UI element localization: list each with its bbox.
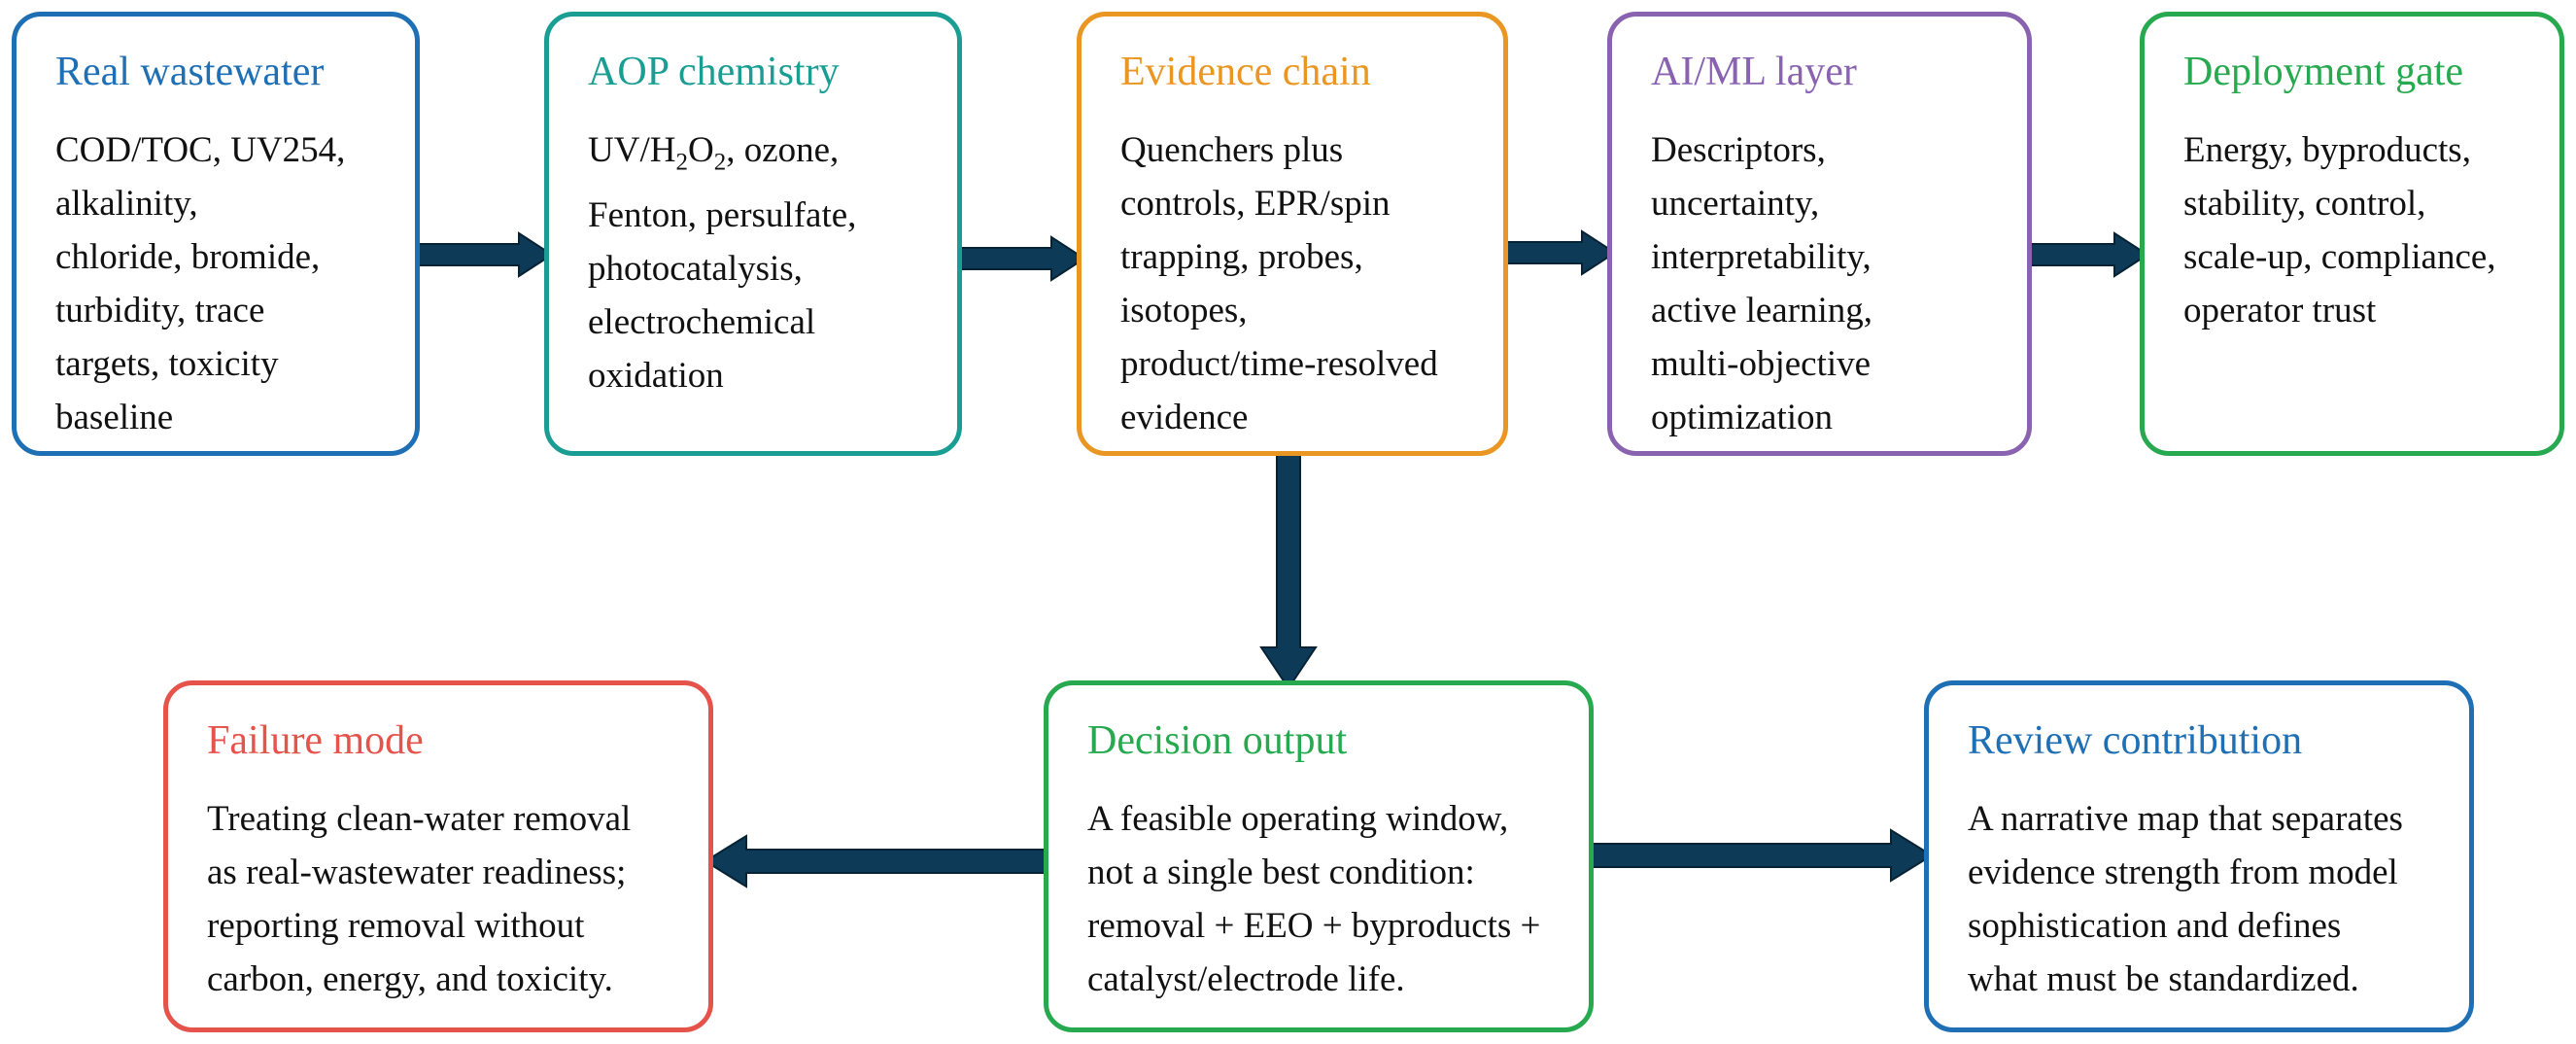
arrow-decision-to-review — [1585, 828, 1934, 883]
node-line: not a single best condition: — [1087, 853, 1475, 892]
node-line: Fenton, persulfate, — [588, 195, 857, 236]
node-body: COD/TOC, UV254, alkalinity, chloride, br… — [55, 123, 395, 444]
node-review-contribution: Review contribution A narrative map that… — [1924, 680, 2474, 1032]
node-ai-ml-layer: AI/ML layer Descriptors, uncertainty, in… — [1607, 12, 2032, 456]
node-body: Quenchers plus controls, EPR/spin trappi… — [1120, 123, 1484, 444]
node-line: interpretability, — [1651, 237, 1872, 277]
node-decision-output: Decision output A feasible operating win… — [1044, 680, 1594, 1032]
node-line: chloride, bromide, — [55, 237, 321, 277]
node-title: Real wastewater — [55, 50, 325, 94]
node-line: A narrative map that separates — [1968, 799, 2403, 839]
node-body: UV/H2O2, ozone, Fenton, persulfate, phot… — [588, 123, 938, 402]
node-line: oxidation — [588, 356, 724, 397]
node-real-wastewater: Real wastewater COD/TOC, UV254, alkalini… — [12, 12, 420, 456]
node-body: A narrative map that separates evidence … — [1968, 792, 2450, 1006]
node-line: operator trust — [2183, 291, 2377, 331]
node-title: Deployment gate — [2183, 50, 2464, 94]
node-line: Energy, byproducts, — [2183, 130, 2471, 170]
node-body: A feasible operating window, not a singl… — [1087, 792, 1569, 1006]
node-title: AOP chemistry — [588, 50, 840, 94]
node-line: Treating clean-water removal — [207, 799, 632, 839]
node-title: Failure mode — [207, 718, 424, 763]
node-line: evidence — [1120, 398, 1249, 437]
node-line: turbidity, trace — [55, 291, 265, 331]
node-line: alkalinity, — [55, 184, 198, 224]
node-line: photocatalysis, — [588, 249, 803, 290]
node-line: A feasible operating window, — [1087, 799, 1509, 839]
node-line: Descriptors, — [1651, 130, 1826, 170]
node-line: removal + EEO + byproducts + — [1087, 906, 1541, 946]
node-line: reporting removal without — [207, 906, 585, 946]
node-failure-mode: Failure mode Treating clean-water remova… — [163, 680, 713, 1032]
node-title: AI/ML layer — [1651, 50, 1857, 94]
node-line: what must be standardized. — [1968, 959, 2359, 999]
node-line-formula: UV/H2O2, ozone, — [588, 130, 840, 176]
node-body: Energy, byproducts, stability, control, … — [2183, 123, 2540, 337]
node-title: Decision output — [1087, 718, 1348, 763]
arrow-wastewater-to-aop — [411, 231, 554, 278]
node-line: controls, EPR/spin — [1120, 184, 1391, 224]
node-line: sophistication and defines — [1968, 906, 2342, 946]
node-line: multi-objective — [1651, 344, 1872, 384]
node-line: active learning, — [1651, 291, 1873, 331]
node-line: electrochemical — [588, 302, 816, 343]
node-line: catalyst/electrode life. — [1087, 959, 1405, 999]
node-line: trapping, probes, — [1120, 237, 1363, 277]
node-body: Descriptors, uncertainty, interpretabili… — [1651, 123, 2008, 444]
node-line: uncertainty, — [1651, 184, 1820, 224]
node-line: Quenchers plus — [1120, 130, 1344, 170]
node-deployment-gate: Deployment gate Energy, byproducts, stab… — [2140, 12, 2564, 456]
arrow-evidence-to-decision — [1259, 447, 1318, 690]
node-line: baseline — [55, 398, 174, 437]
arrow-decision-to-failure — [704, 834, 1052, 888]
node-line: COD/TOC, UV254, — [55, 130, 346, 170]
arrow-aop-to-evidence — [953, 235, 1086, 282]
node-aop-chemistry: AOP chemistry UV/H2O2, ozone, Fenton, pe… — [544, 12, 962, 456]
node-evidence-chain: Evidence chain Quenchers plus controls, … — [1077, 12, 1508, 456]
node-line: scale-up, compliance, — [2183, 237, 2496, 277]
node-line: targets, toxicity — [55, 344, 279, 384]
node-line: carbon, energy, and toxicity. — [207, 959, 613, 999]
node-body: Treating clean-water removal as real-was… — [207, 792, 689, 1006]
node-line: stability, control, — [2183, 184, 2426, 224]
arrow-evidence-to-aiml — [1499, 229, 1617, 276]
node-line: evidence strength from model — [1968, 853, 2398, 892]
node-line: isotopes, — [1120, 291, 1248, 331]
node-line: optimization — [1651, 398, 1834, 437]
node-line: product/time-resolved — [1120, 344, 1438, 384]
node-title: Evidence chain — [1120, 50, 1371, 94]
node-line: as real-wastewater readiness; — [207, 853, 627, 892]
node-title: Review contribution — [1968, 718, 2303, 763]
arrow-aiml-to-deployment — [2023, 231, 2149, 278]
